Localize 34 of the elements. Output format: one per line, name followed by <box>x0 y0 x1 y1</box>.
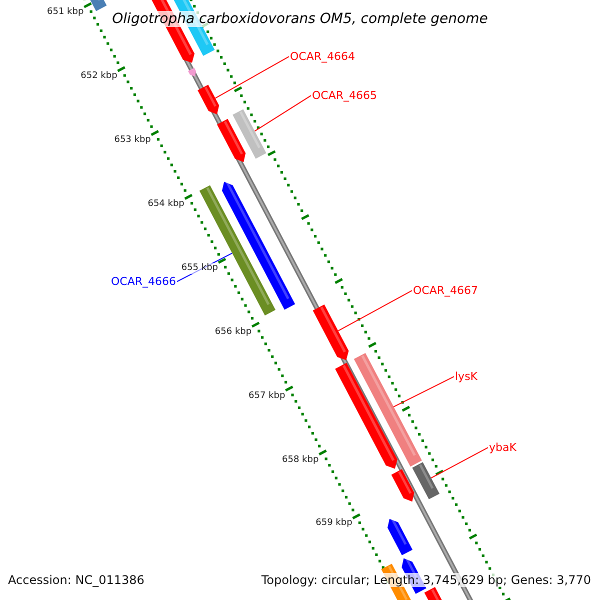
gene-label: OCAR_4665 <box>312 89 378 102</box>
gene-feature <box>198 84 220 114</box>
leader-line <box>214 56 290 99</box>
gene-feature <box>412 462 440 500</box>
gene-label: OCAR_4666 <box>110 275 176 288</box>
tick-label: 655 kbp <box>181 262 218 274</box>
accession-note: Accession: NC_011386 <box>8 573 144 588</box>
gene-feature <box>391 469 414 502</box>
leader-line <box>338 290 412 332</box>
gene-feature <box>312 304 349 360</box>
gene-label: OCAR_4667 <box>413 284 478 298</box>
tick-label: 657 kbp <box>248 390 286 402</box>
tick-label: 653 kbp <box>114 135 151 146</box>
gene-feature <box>188 68 196 76</box>
gene-feature <box>232 109 266 159</box>
tick-label: 651 kbp <box>47 7 84 18</box>
gene-feature <box>199 185 276 316</box>
tick-label: 652 kbp <box>80 71 118 82</box>
leader-line <box>176 252 233 282</box>
leader-line <box>254 95 312 132</box>
gene-feature <box>217 118 246 162</box>
gene-feature <box>388 518 412 556</box>
gene-feature <box>335 362 398 469</box>
gene-label: OCAR_4664 <box>290 50 356 64</box>
leader-line <box>393 376 454 408</box>
gene-label: ybaK <box>489 441 516 454</box>
gene-feature <box>222 181 296 310</box>
gene-feature <box>354 353 422 467</box>
leader-line <box>430 447 488 478</box>
tick-label: 658 kbp <box>282 454 319 466</box>
gene-label: lysK <box>455 370 478 384</box>
tick-label: 656 kbp <box>214 326 252 338</box>
tick-label: 654 kbp <box>148 198 184 210</box>
tick-label: 659 kbp <box>316 518 352 530</box>
